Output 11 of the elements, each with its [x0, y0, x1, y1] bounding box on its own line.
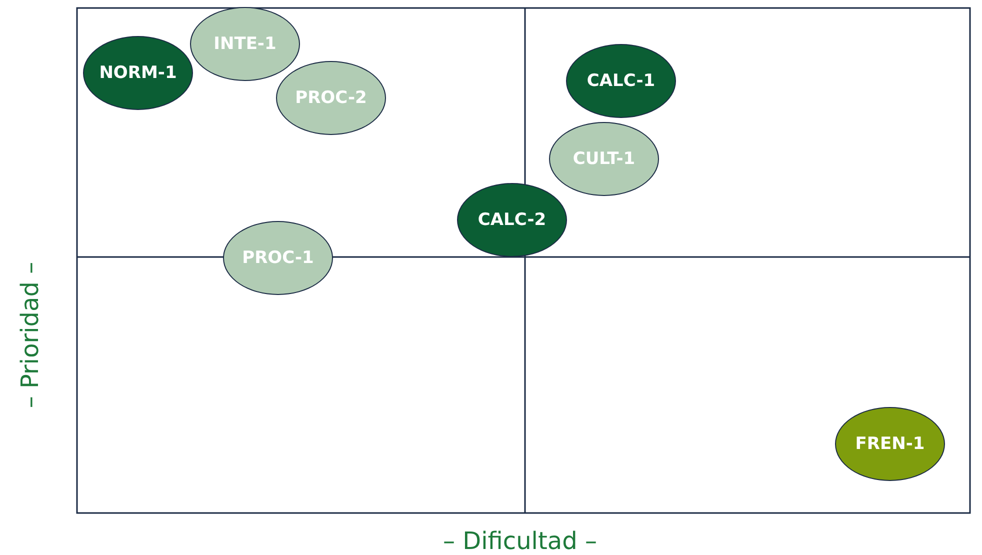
item-label: CALC-1 [586, 71, 656, 91]
item-label: NORM-1 [99, 63, 177, 83]
y-axis-title: – Prioridad – [16, 262, 44, 408]
ellipse-marker [190, 7, 300, 81]
x-axis-title: – Dificultad – [443, 527, 597, 555]
item-label: CALC-2 [478, 210, 546, 230]
item-label: FREN-1 [855, 434, 925, 454]
item-label: PROC-2 [295, 88, 367, 108]
item-label: PROC-1 [242, 248, 314, 268]
item-label: INTE-1 [214, 34, 276, 54]
item-label: CULT-1 [572, 149, 636, 169]
